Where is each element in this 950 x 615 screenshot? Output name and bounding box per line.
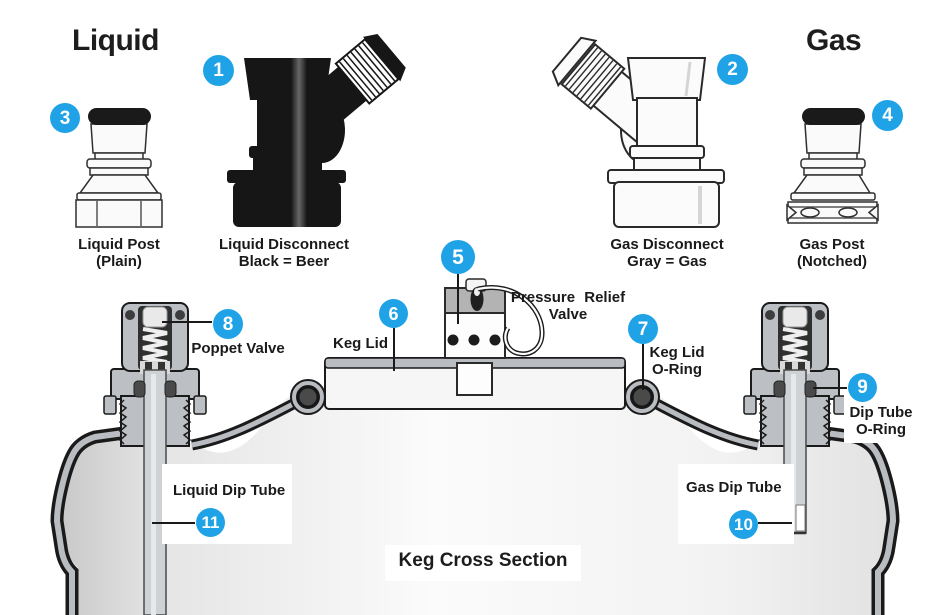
label-poppet-valve: Poppet Valve <box>191 340 285 357</box>
keg-lid-oring-right <box>631 386 653 408</box>
callout-4: 4 <box>872 100 903 131</box>
keg-cross-section-caption: Keg Cross Section <box>398 550 568 571</box>
label-gas-post: Gas Post (Notched) <box>797 236 867 270</box>
label-keg-lid: Keg Lid <box>333 335 388 352</box>
poppet-spring-right <box>782 327 808 364</box>
label-gas-disconnect: Gas Disconnect Gray = Gas <box>610 236 724 270</box>
label-liquid-post: Liquid Post (Plain) <box>78 236 160 270</box>
poppet-spring-left <box>142 327 168 364</box>
callout-11: 11 <box>196 508 225 537</box>
liquid-disconnect-illustration <box>227 33 406 227</box>
keg-wall-left <box>50 426 125 615</box>
keg-lid-oring-left <box>297 386 319 408</box>
callout-3: 3 <box>50 103 80 133</box>
poppet-valve-right <box>782 306 808 328</box>
gas-post-illustration <box>786 108 879 224</box>
leader-lines <box>152 274 847 524</box>
heading-gas: Gas <box>806 24 862 57</box>
callout-2: 2 <box>717 54 748 85</box>
label-keg-lid-oring: Keg Lid O-Ring <box>649 344 705 378</box>
gas-post-notch-right <box>867 203 879 222</box>
callout-10: 10 <box>729 510 758 539</box>
keg-lid-lip-left <box>290 379 326 415</box>
post-oring-liquid <box>88 108 151 125</box>
liquid-post-illustration <box>75 108 163 228</box>
label-dip-tube-oring: Dip Tube O-Ring <box>849 404 913 438</box>
gas-disconnect-illustration <box>551 36 725 228</box>
dip-tube-oring-left-a <box>133 380 146 398</box>
liquid-post-cross-section <box>103 302 207 615</box>
poppet-valve-left <box>142 306 168 328</box>
label-liquid-disconnect: Liquid Disconnect Black = Beer <box>218 236 350 270</box>
callout-8: 8 <box>213 309 243 339</box>
pressure-relief-valve <box>444 278 545 396</box>
callout-9: 9 <box>848 373 877 402</box>
label-pressure-relief-valve: Pressure Relief Valve <box>510 289 626 323</box>
callout-7: 7 <box>628 314 658 344</box>
dip-tube-oring-left-b <box>164 380 177 398</box>
callout-6: 6 <box>379 299 408 328</box>
dip-tube-oring-right-a <box>773 380 786 398</box>
callout-5: 5 <box>441 240 475 274</box>
gas-post-notch-left <box>786 203 798 222</box>
keg-shoulder-left <box>190 397 300 451</box>
gas-post-notch-b <box>838 207 858 218</box>
keg-shoulder-right <box>650 397 760 451</box>
gas-post-notch-a <box>800 207 820 218</box>
label-backplates <box>162 367 924 581</box>
keg-interior <box>61 389 889 615</box>
heading-liquid: Liquid <box>72 24 159 57</box>
label-gas-dip-tube: Gas Dip Tube <box>686 479 782 496</box>
label-liquid-dip-tube: Liquid Dip Tube <box>173 482 286 499</box>
callout-1: 1 <box>203 55 234 86</box>
post-oring-gas <box>802 108 865 125</box>
